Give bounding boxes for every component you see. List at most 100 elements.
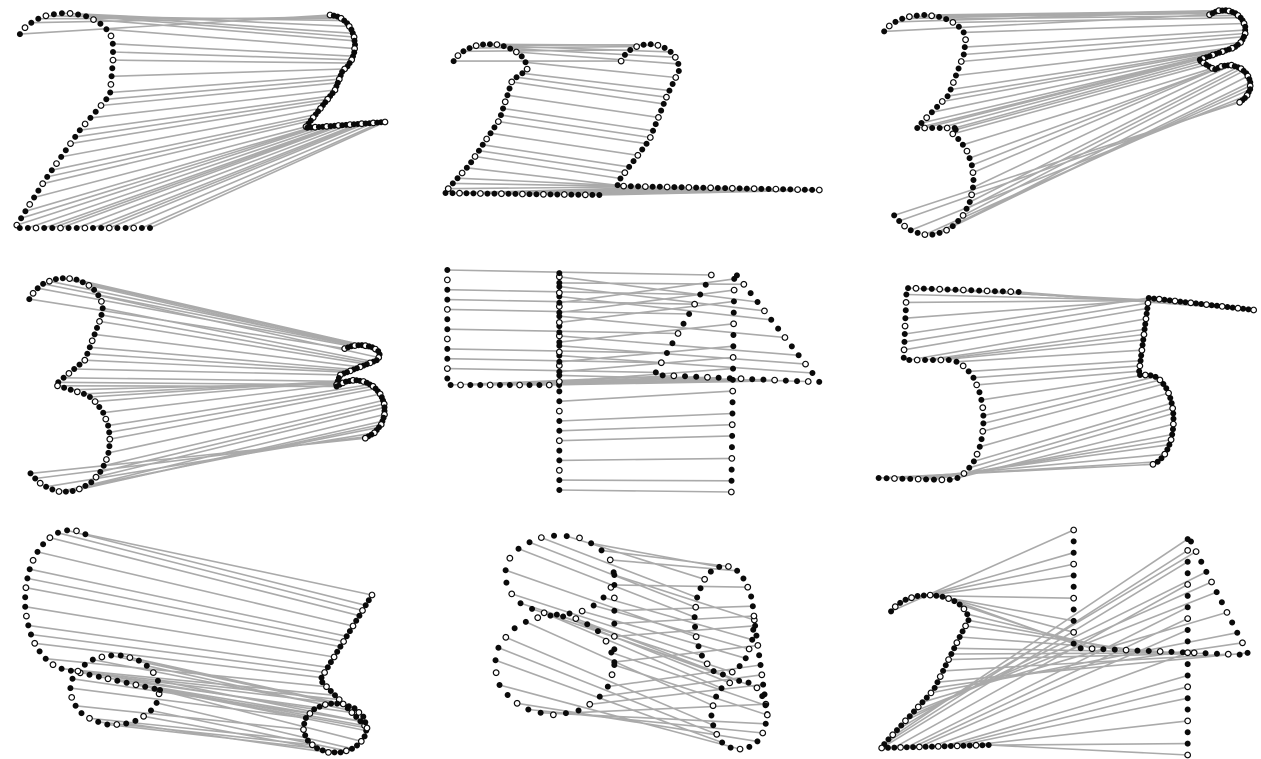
shape-a-point bbox=[73, 388, 81, 396]
shape-a-point bbox=[503, 579, 510, 586]
correspondence-line bbox=[75, 98, 328, 138]
shape-a-point bbox=[123, 720, 130, 727]
correspondence-line bbox=[25, 586, 341, 648]
correspondence-line bbox=[499, 684, 741, 750]
shape-a-point bbox=[949, 79, 957, 86]
correspondence-line bbox=[946, 14, 1239, 20]
shape-a-point bbox=[928, 285, 935, 292]
shape-a-point bbox=[67, 140, 74, 148]
shape-b-point bbox=[1184, 706, 1191, 713]
correspondence-line bbox=[25, 605, 335, 658]
shape-b-point bbox=[1236, 98, 1244, 106]
correspondence-line bbox=[562, 615, 731, 684]
shape-b-point bbox=[311, 706, 318, 713]
correspondence-line bbox=[559, 300, 735, 324]
shape-a-point bbox=[104, 675, 112, 683]
shape-b-point bbox=[627, 47, 634, 54]
shape-b-point bbox=[1136, 362, 1144, 370]
shape-b-point bbox=[722, 185, 729, 192]
correspondence-line bbox=[103, 380, 364, 414]
shape-b-point bbox=[1088, 645, 1096, 653]
panel-p1 bbox=[13, 9, 389, 232]
shape-b-point bbox=[654, 41, 662, 49]
shape-a-point bbox=[140, 712, 148, 720]
shape-a-point bbox=[969, 169, 977, 177]
shape-b-point bbox=[772, 185, 780, 193]
shape-a-point bbox=[29, 556, 37, 564]
shape-b-point bbox=[1151, 295, 1158, 302]
shape-b-point bbox=[1169, 404, 1177, 412]
shape-b-point bbox=[730, 365, 737, 372]
shape-b-point bbox=[1224, 304, 1231, 311]
shape-b-point bbox=[671, 184, 678, 191]
correspondence-line bbox=[955, 62, 1204, 131]
shape-a-point bbox=[968, 287, 975, 294]
shape-b-point bbox=[1177, 298, 1184, 305]
correspondence-line bbox=[95, 406, 385, 478]
shape-b-point bbox=[652, 369, 659, 376]
shape-b-point bbox=[710, 722, 717, 729]
shape-a-point bbox=[504, 92, 511, 99]
correspondence-line bbox=[924, 328, 1145, 361]
shape-a-point bbox=[99, 305, 106, 312]
correspondence-line bbox=[931, 50, 1223, 114]
shape-b-point bbox=[1184, 683, 1192, 691]
shape-b-point bbox=[746, 743, 753, 750]
shape-b-point bbox=[1156, 376, 1164, 384]
shape-a-point bbox=[905, 13, 913, 21]
shape-b-point bbox=[368, 591, 376, 599]
points-p7 bbox=[22, 527, 376, 756]
shape-b-point bbox=[1158, 455, 1165, 462]
shape-a-point bbox=[910, 708, 917, 715]
correspondence-line bbox=[956, 349, 1142, 363]
shape-a-point bbox=[82, 531, 89, 538]
shape-a-point bbox=[936, 673, 944, 681]
shape-a-point bbox=[506, 381, 513, 388]
shape-a-point bbox=[100, 409, 107, 416]
correspondence-line bbox=[78, 13, 353, 35]
shape-a-point bbox=[534, 614, 542, 622]
shape-a-point bbox=[897, 599, 904, 606]
shape-a-point bbox=[519, 190, 526, 198]
shape-a-point bbox=[59, 275, 66, 282]
correspondence-line bbox=[27, 577, 344, 643]
shape-b-point bbox=[700, 184, 707, 191]
shape-a-point bbox=[90, 16, 97, 24]
shape-b-point bbox=[1213, 650, 1220, 657]
shape-b-point bbox=[640, 41, 647, 48]
shape-a-point bbox=[456, 189, 463, 197]
correspondence-line bbox=[939, 57, 1204, 129]
shape-b-point bbox=[758, 185, 765, 192]
correspondence-line bbox=[511, 81, 664, 105]
shape-b-point bbox=[349, 622, 357, 630]
shape-a-point bbox=[98, 311, 105, 318]
shape-a-point bbox=[75, 11, 82, 18]
shape-a-point bbox=[35, 187, 42, 194]
shape-a-point bbox=[896, 217, 903, 224]
correspondence-line bbox=[522, 72, 670, 92]
shape-b-point bbox=[1147, 372, 1154, 379]
shape-a-point bbox=[968, 191, 976, 199]
shape-b-point bbox=[672, 74, 680, 81]
correspondence-line bbox=[447, 328, 679, 335]
points-p5 bbox=[443, 266, 823, 496]
shape-b-point bbox=[360, 713, 367, 720]
shape-b-point bbox=[713, 693, 720, 700]
shape-a-point bbox=[526, 539, 533, 546]
shape-a-point bbox=[903, 291, 910, 298]
shape-b-point bbox=[343, 633, 350, 640]
shape-a-point bbox=[973, 381, 981, 389]
shape-b-point bbox=[1160, 380, 1167, 387]
shape-a-point bbox=[108, 652, 115, 659]
correspondence-line bbox=[559, 423, 733, 432]
correspondence-line bbox=[490, 132, 638, 157]
shape-a-point bbox=[526, 191, 533, 198]
shape-b-point bbox=[1070, 583, 1077, 590]
correspondence-line bbox=[559, 412, 733, 422]
shape-a-point bbox=[48, 167, 55, 174]
shape-a-point bbox=[922, 743, 929, 750]
correspondence-line bbox=[881, 561, 1189, 749]
shape-a-point bbox=[492, 657, 499, 664]
shape-b-point bbox=[306, 710, 314, 717]
shape-a-point bbox=[97, 20, 104, 27]
